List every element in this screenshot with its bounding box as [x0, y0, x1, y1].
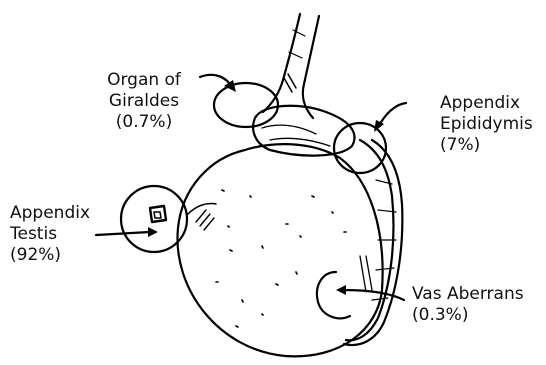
appendix-testis-line1: Appendix	[10, 203, 90, 224]
organ-of-giraldes-percent: (0.7%)	[96, 112, 192, 133]
epididymis-head	[253, 106, 354, 156]
vas-aberrans-shape	[317, 272, 350, 318]
appendix-epididymis-label: Appendix Epididymis (7%)	[440, 93, 533, 156]
organ-of-giraldes-line2: Giraldes	[96, 91, 192, 112]
vas-aberrans-percent: (0.3%)	[412, 305, 524, 326]
appendix-testis-arrowhead	[148, 227, 158, 237]
vas-aberrans-arrowhead	[336, 285, 346, 295]
appendix-testis-percent: (92%)	[10, 245, 90, 266]
vas-aberrans-label: Vas Aberrans (0.3%)	[412, 284, 524, 326]
appendix-testis-arrow	[96, 232, 150, 235]
organ-of-giraldes-line1: Organ of	[96, 70, 192, 91]
appendix-epididymis-line2: Epididymis	[440, 114, 533, 135]
appendix-epididymis-arrow	[380, 103, 406, 124]
appendix-epididymis-shape	[334, 123, 386, 173]
appendix-testis-label: Appendix Testis (92%)	[10, 203, 90, 266]
testis-body	[177, 144, 382, 356]
spermatic-cord	[263, 14, 300, 112]
organ-of-giraldes-label: Organ of Giraldes (0.7%)	[96, 70, 192, 133]
appendix-testis-line2: Testis	[10, 224, 90, 245]
organ-of-giraldes-arrow	[200, 75, 230, 84]
appendix-epididymis-line1: Appendix	[440, 93, 533, 114]
appendix-epididymis-percent: (7%)	[440, 135, 533, 156]
spermatic-cord-edge	[303, 16, 319, 118]
appendix-testis-shape	[121, 186, 187, 252]
vas-aberrans-line1: Vas Aberrans	[412, 284, 524, 305]
organ-of-giraldes-arrowhead	[224, 80, 236, 92]
